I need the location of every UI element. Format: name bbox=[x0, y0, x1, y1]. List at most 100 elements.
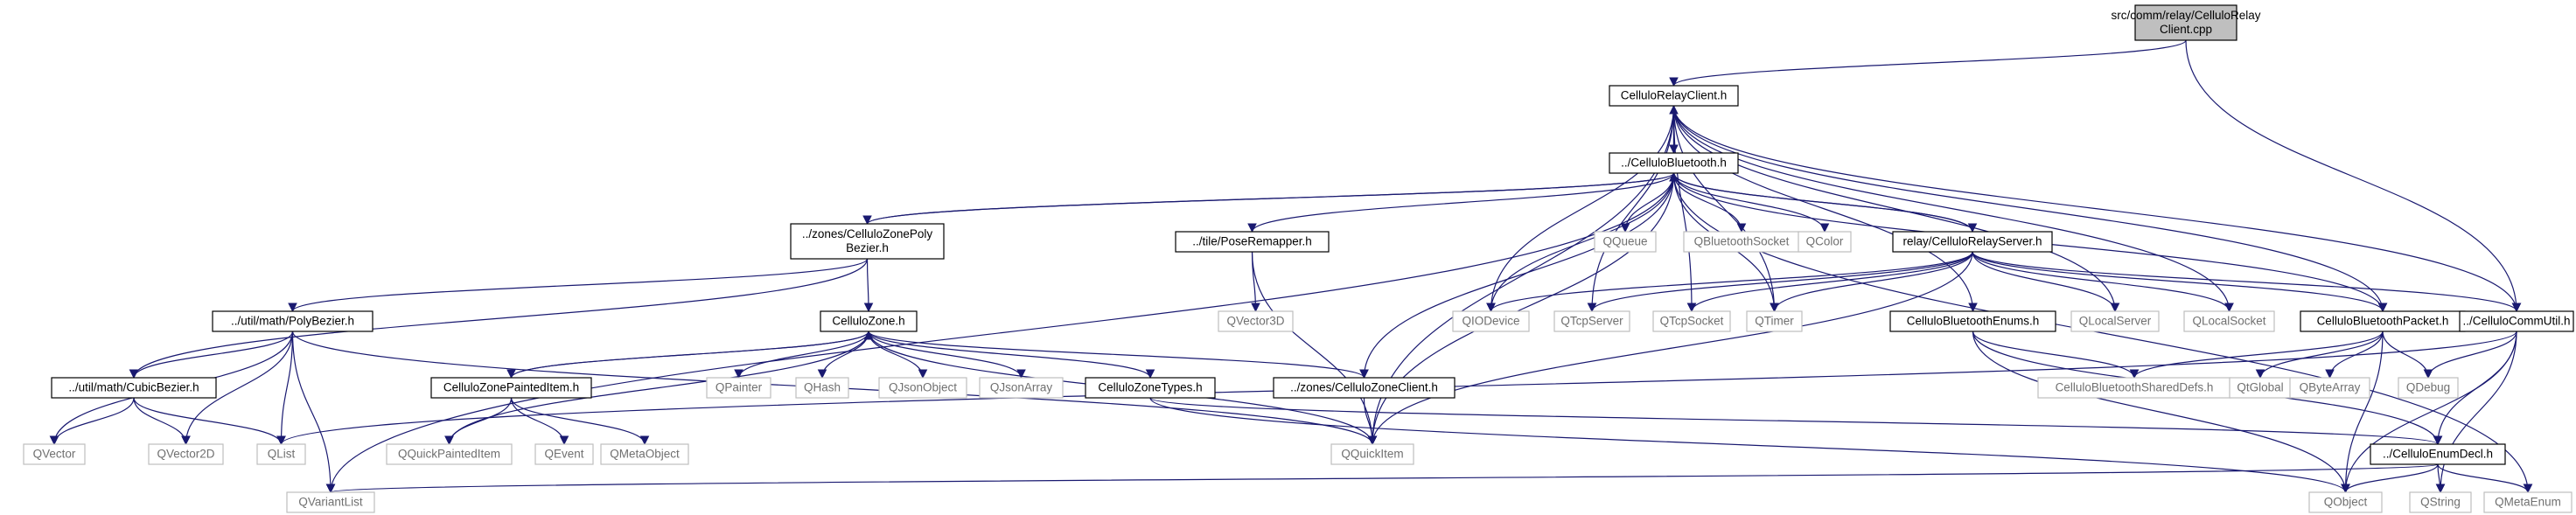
node-label: QString bbox=[2420, 496, 2461, 509]
edge-zonepainted_h-to-qmetaobject bbox=[510, 397, 650, 446]
node-box bbox=[2070, 310, 2160, 332]
node-box bbox=[1652, 310, 1731, 332]
node-qstring: QString bbox=[2409, 491, 2472, 513]
edge-bluetooth_h-to-qbtsocket bbox=[1672, 172, 1747, 233]
node-label: CelluloZoneTypes.h bbox=[1098, 381, 1202, 394]
node-label: CelluloBluetoothSharedDefs.h bbox=[2056, 381, 2214, 394]
edge-zone_h-to-qhash bbox=[817, 331, 869, 379]
node-label: QBluetoothSocket bbox=[1694, 235, 1790, 248]
node-label: ../tile/PoseRemapper.h bbox=[1192, 235, 1312, 248]
node-label: CelluloBluetoothPacket.h bbox=[2317, 315, 2449, 328]
node-box bbox=[286, 491, 375, 513]
edge-zonetypes_h-to-qobject bbox=[1149, 397, 2350, 494]
node-label: ../zones/CelluloZoneClient.h bbox=[1290, 381, 1438, 394]
node-label: QJsonArray bbox=[990, 381, 1053, 394]
node-enumdecl_h[interactable]: ../CelluloEnumDecl.h bbox=[2370, 443, 2506, 465]
edge-root-to-commutil_h bbox=[2185, 39, 2522, 313]
node-box bbox=[790, 223, 945, 260]
node-box bbox=[820, 310, 918, 332]
node-poseremapper_h[interactable]: ../tile/PoseRemapper.h bbox=[1175, 231, 1330, 253]
node-cubicbezier_h[interactable]: ../util/math/CubicBezier.h bbox=[51, 377, 217, 399]
node-btenums_h[interactable]: CelluloBluetoothEnums.h bbox=[1889, 310, 2056, 332]
edge-zonepolybezier_h-to-polybezier_h bbox=[288, 258, 869, 313]
node-box bbox=[979, 377, 1064, 399]
node-label: QJsonObject bbox=[889, 381, 957, 394]
node-bluetooth_h[interactable]: ../CelluloBluetooth.h bbox=[1609, 152, 1739, 174]
edge-zone_h-to-zonetypes_h bbox=[868, 331, 1155, 379]
node-commutil_h[interactable]: ../CelluloCommUtil.h bbox=[2459, 310, 2574, 332]
edge-polybezier_h-to-qvariantlist bbox=[291, 331, 336, 494]
node-qvector: QVector bbox=[23, 443, 86, 465]
node-box bbox=[2398, 377, 2459, 399]
node-qjsonarray: QJsonArray bbox=[979, 377, 1064, 399]
edge-polybezier_h-to-qlist bbox=[276, 331, 294, 446]
edge-btenums_h-to-qobject bbox=[1972, 331, 2350, 494]
node-label: QColor bbox=[1806, 235, 1844, 248]
edge-enumdecl_h-to-qstring bbox=[2435, 463, 2446, 494]
node-qcolor: QColor bbox=[1798, 231, 1852, 253]
edge-enumdecl_h-to-qmetaenum bbox=[2437, 463, 2533, 494]
edge-relayserver_h-to-commutil_h bbox=[1972, 251, 2522, 313]
node-zonepainted_h[interactable]: CelluloZonePaintedItem.h bbox=[430, 377, 592, 399]
node-label: QtGlobal bbox=[2237, 381, 2283, 394]
node-relayserver_h[interactable]: relay/CelluloRelayServer.h bbox=[1892, 231, 2053, 253]
edge-relayserver_h-to-qlocalserver bbox=[1972, 251, 2120, 313]
node-box bbox=[1452, 310, 1530, 332]
node-label: relay/CelluloRelayServer.h bbox=[1902, 235, 2042, 248]
edge-bluetooth_h-to-poseremapper_h bbox=[1247, 172, 1675, 233]
node-label: QVariantList bbox=[298, 496, 363, 509]
node-zoneclient_h[interactable]: ../zones/CelluloZoneClient.h bbox=[1273, 377, 1456, 399]
node-qtglobal: QtGlobal bbox=[2229, 377, 2292, 399]
node-label: QLocalSocket bbox=[2192, 315, 2265, 328]
edge-layer bbox=[49, 39, 2533, 494]
node-qvector3d: QVector3D bbox=[1218, 310, 1294, 332]
node-box bbox=[1609, 85, 1739, 107]
node-zonetypes_h[interactable]: CelluloZoneTypes.h bbox=[1085, 377, 1216, 399]
edge-zone_h-to-qquickpainteditem bbox=[444, 331, 869, 446]
edge-bluetooth_h-to-qiodevice bbox=[1486, 172, 1675, 313]
node-qiodevice: QIODevice bbox=[1452, 310, 1530, 332]
edge-enumdecl_h-to-qobject bbox=[2341, 463, 2439, 494]
node-relayclient_h[interactable]: CelluloRelayClient.h bbox=[1609, 85, 1739, 107]
node-zone_h[interactable]: CelluloZone.h bbox=[820, 310, 918, 332]
node-box bbox=[2459, 310, 2574, 332]
node-qtcpserver: QTcpServer bbox=[1553, 310, 1630, 332]
edge-bluetooth_h-to-zoneclient_h bbox=[1359, 172, 1675, 379]
node-layer: src/comm/relay/CelluloRelayClient.cppCel… bbox=[23, 4, 2574, 513]
node-polybezier_h[interactable]: ../util/math/PolyBezier.h bbox=[212, 310, 373, 332]
edge-relayserver_h-to-qiodevice bbox=[1486, 251, 1973, 313]
edge-bluetooth_h-to-qcolor bbox=[1672, 172, 1830, 233]
node-qlist: QList bbox=[256, 443, 306, 465]
node-box bbox=[1175, 231, 1330, 253]
node-label: QTcpServer bbox=[1560, 315, 1623, 328]
node-box bbox=[2183, 310, 2275, 332]
node-label: QList bbox=[268, 448, 296, 461]
edge-zoneclient_h-to-qquickitem bbox=[1363, 397, 1378, 446]
edge-relayserver_h-to-qtcpserver bbox=[1587, 251, 1973, 313]
node-label: QTcpSocket bbox=[1660, 315, 1724, 328]
node-btpacket_h[interactable]: CelluloBluetoothPacket.h bbox=[2300, 310, 2466, 332]
edge-polybezier_h-to-cubicbezier_h bbox=[129, 331, 294, 379]
node-qevent: QEvent bbox=[534, 443, 594, 465]
node-label: QQuickItem bbox=[1341, 448, 1403, 461]
edge-relayclient_h-to-qtcpsocket bbox=[1672, 105, 1697, 313]
node-label: QVector bbox=[33, 448, 76, 461]
node-box bbox=[2308, 491, 2383, 513]
node-box bbox=[1746, 310, 1803, 332]
node-qhash: QHash bbox=[795, 377, 849, 399]
node-label: CelluloRelayClient.h bbox=[1621, 89, 1728, 102]
node-qvector2d: QVector2D bbox=[148, 443, 224, 465]
node-label: CelluloZone.h bbox=[832, 315, 904, 328]
node-label: QLocalServer bbox=[2079, 315, 2152, 328]
node-qjsonobject: QJsonObject bbox=[878, 377, 967, 399]
edge-relayclient_h-to-qlocalserver bbox=[1672, 105, 2120, 313]
node-box bbox=[148, 443, 224, 465]
node-box bbox=[386, 443, 513, 465]
node-label: Bezier.h bbox=[846, 241, 889, 254]
node-box bbox=[1594, 231, 1657, 253]
node-label: QMetaEnum bbox=[2495, 496, 2561, 509]
edge-btpacket_h-to-qobject bbox=[2341, 331, 2384, 494]
node-box bbox=[51, 377, 217, 399]
